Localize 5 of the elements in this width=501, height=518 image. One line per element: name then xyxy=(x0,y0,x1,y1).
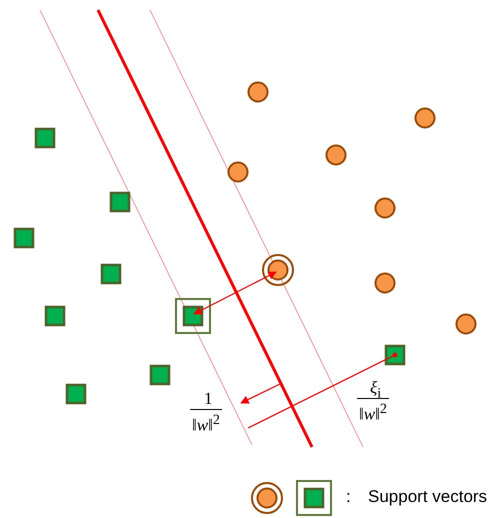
legend-text: Support vectors xyxy=(368,487,488,507)
fraction-denominator: ‖w‖$^{2}$ xyxy=(357,398,389,425)
separator: : xyxy=(346,487,351,507)
fraction-numerator: 1 xyxy=(204,389,212,409)
fraction-denominator: ‖w‖$^{2}$ xyxy=(190,409,222,436)
